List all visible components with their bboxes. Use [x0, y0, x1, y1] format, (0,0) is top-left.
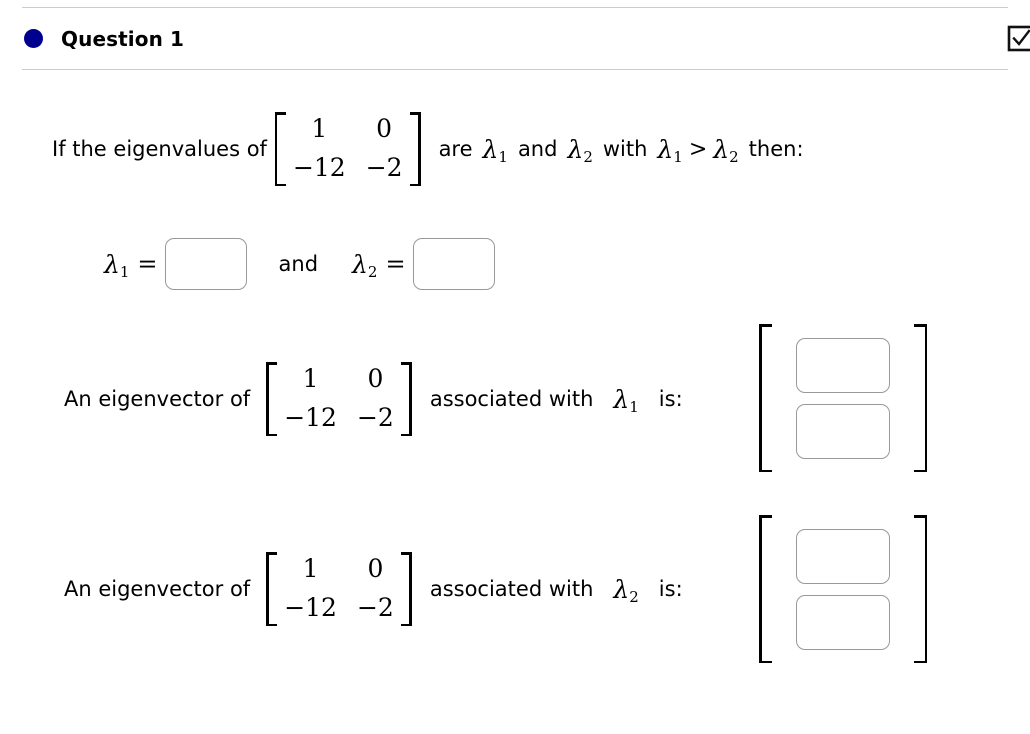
eigenvector-2-component-2-input[interactable]: [796, 594, 890, 650]
lambda-1-label: λ1: [104, 249, 130, 281]
vector-right-bracket: [913, 515, 929, 663]
matrix-cell-r1c0: −12: [284, 403, 337, 433]
matrix-right-bracket: [409, 112, 421, 186]
vector-component-stack: [773, 515, 913, 663]
lambda-1-symbol: λ1: [482, 134, 508, 166]
eigenvector-2-component-1-input[interactable]: [796, 528, 890, 584]
eigenvector-2-answer: [757, 515, 929, 663]
eigenvector-2-middle: associated with: [429, 576, 594, 601]
matrix-left-bracket: [266, 362, 278, 436]
statement-then: then:: [748, 136, 804, 161]
matrix-cell-r0c1: 0: [367, 364, 384, 394]
lambda-2-symbol: λ2: [567, 134, 593, 166]
eigenvalue-answer-row: λ1 = and λ2 =: [104, 238, 495, 290]
equals-sign-1: =: [137, 250, 158, 278]
eigenvector-1-component-1-input[interactable]: [796, 337, 890, 393]
statement-lead: If the eigenvalues of: [52, 136, 267, 161]
problem-statement-row: If the eigenvalues of 1 0 −12 −2 are λ1 …: [52, 112, 804, 186]
matrix-cell-r1c0: −12: [292, 153, 346, 183]
coefficient-matrix-2: 1 0 −12 −2: [266, 362, 412, 436]
submit-checkbox-button[interactable]: [1007, 25, 1030, 52]
matrix-right-bracket: [400, 362, 412, 436]
matrix-cell-r0c0: 1: [302, 554, 319, 584]
lambda-2-input[interactable]: [412, 238, 495, 290]
eigenvector-2-row: An eigenvector of 1 0 −12 −2 associated …: [64, 552, 683, 626]
matrix-cell-r0c0: 1: [311, 114, 328, 144]
matrix-cell-r1c1: −2: [365, 153, 403, 183]
eigenvector-2-lambda: λ2: [613, 574, 639, 606]
eigenvector-1-lambda: λ1: [613, 384, 639, 416]
matrix-cell-r0c1: 0: [376, 114, 393, 144]
eigenvector-1-tail: is:: [658, 386, 683, 411]
statement-are: are: [438, 136, 473, 161]
eigenvector-1-middle: associated with: [429, 386, 594, 411]
matrix-left-bracket: [266, 552, 278, 626]
matrix-grid: 1 0 −12 −2: [278, 552, 400, 626]
question-header: Question 1: [22, 7, 1008, 70]
lambda-2-label: λ2: [352, 249, 378, 281]
vector-component-stack: [773, 324, 913, 472]
matrix-cell-r1c1: −2: [356, 593, 394, 623]
matrix-cell-r0c1: 0: [367, 554, 384, 584]
checkbox-checked-icon[interactable]: [1007, 25, 1030, 52]
eigenvector-1-answer: [757, 324, 929, 472]
conjunction-and: and: [278, 251, 319, 276]
vector-left-bracket: [757, 324, 773, 472]
matrix-left-bracket: [274, 112, 287, 186]
lambda-1-symbol-compare: λ1: [657, 134, 683, 166]
statement-and: and: [517, 136, 558, 161]
lambda-1-input[interactable]: [164, 238, 247, 290]
lambda-2-symbol-compare: λ2: [713, 134, 739, 166]
eigenvector-1-row: An eigenvector of 1 0 −12 −2 associated …: [64, 362, 683, 436]
statement-with: with: [602, 136, 648, 161]
coefficient-matrix-3: 1 0 −12 −2: [266, 552, 412, 626]
question-status-bullet: [24, 29, 43, 48]
matrix-cell-r0c0: 1: [302, 364, 319, 394]
eigenvector-1-lead: An eigenvector of: [64, 386, 251, 411]
matrix-cell-r1c0: −12: [284, 593, 337, 623]
matrix-cell-r1c1: −2: [356, 403, 394, 433]
eigenvector-2-lead: An eigenvector of: [64, 576, 251, 601]
page-title: Question 1: [61, 26, 184, 51]
matrix-right-bracket: [400, 552, 412, 626]
eigenvector-2-tail: is:: [658, 576, 683, 601]
greater-than-operator: >: [688, 136, 708, 162]
matrix-grid: 1 0 −12 −2: [278, 362, 400, 436]
equals-sign-2: =: [385, 250, 406, 278]
eigenvector-1-component-2-input[interactable]: [796, 403, 890, 459]
matrix-grid: 1 0 −12 −2: [287, 112, 409, 186]
vector-right-bracket: [913, 324, 929, 472]
vector-left-bracket: [757, 515, 773, 663]
coefficient-matrix: 1 0 −12 −2: [274, 112, 421, 186]
